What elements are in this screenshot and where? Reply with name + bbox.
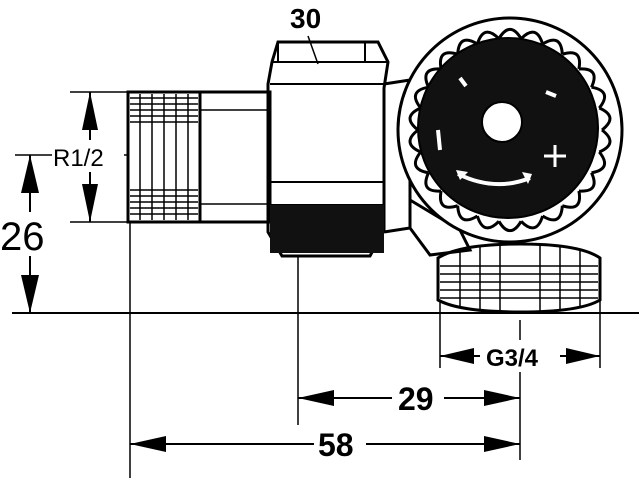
thermostatic-head [396,16,624,244]
dimension-29-label: 29 [398,381,434,417]
knurl-segment [408,106,422,132]
knurl-segment [598,106,612,132]
dimension-26-label: 26 [0,215,45,259]
knurl-segment [497,27,523,40]
knurl-segment [413,85,429,109]
knurl-segment [561,51,582,70]
knurl-segment [541,38,564,55]
knurl-segment [456,205,479,222]
knurl-segment [578,67,596,88]
knurl-segment [591,85,607,109]
knurl-segment [561,190,582,209]
knurl-segment [520,215,545,230]
knurl-segment [475,215,500,230]
dimension-30: 30 [290,3,321,65]
knurl-segment [424,172,442,193]
inlet-thread [126,90,272,224]
knurl-segment [408,128,422,154]
dimension-26: 26 [0,155,62,313]
outlet-thread [436,242,602,314]
dimension-g34: G3/4 [440,340,600,372]
knurl-segment [456,38,479,55]
rotation-arrow-icon [457,172,531,187]
dimension-30-label: 30 [290,3,321,34]
knurl-segment [438,51,459,70]
hex-nut-body [266,40,390,258]
knurl-segment [541,205,564,222]
dimension-r12: R1/2 [52,92,124,222]
dimension-29: 29 [298,376,520,417]
dimension-r12-label: R1/2 [53,145,104,172]
knurl-segment [591,151,607,175]
knurl-segment [497,220,523,233]
dimension-58: 58 [130,422,520,463]
knurl-segment [598,128,612,154]
knurl-segment [413,151,429,175]
dimension-g34-label: G3/4 [486,345,539,372]
knurl-segment [424,67,442,88]
knurl-segment [520,30,545,45]
dimension-58-label: 58 [318,427,354,463]
knurl-segment [578,172,596,193]
knurl-segment [438,190,459,209]
knurl-segment [475,30,500,45]
